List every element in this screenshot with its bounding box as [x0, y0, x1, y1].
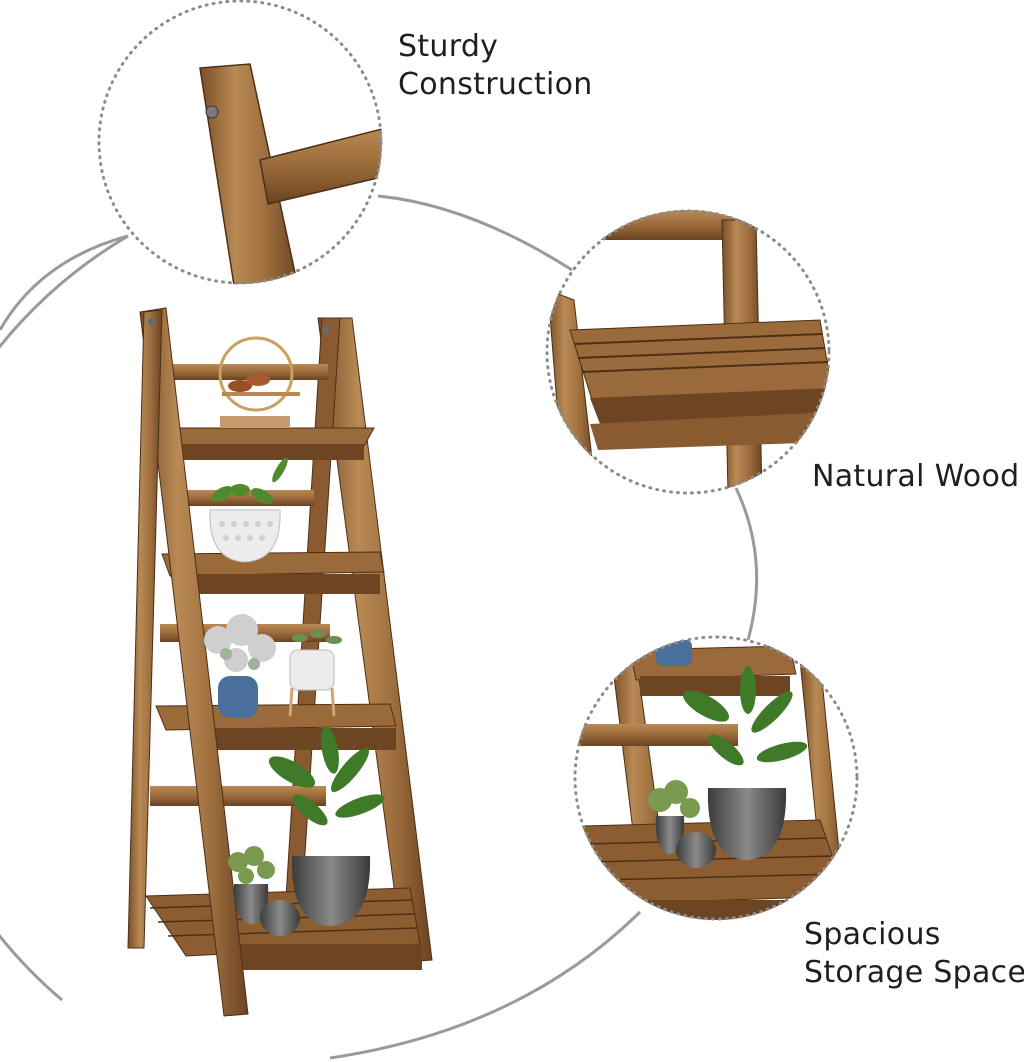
connector-arcs [0, 194, 759, 1060]
callout-spacious-line1: Spacious [804, 917, 941, 952]
ladder-shelf [127, 307, 433, 1017]
plant-pot [204, 614, 342, 718]
plant-pot [209, 457, 288, 563]
callout-natural-wood: Natural Wood [812, 458, 1019, 496]
callout-natural-line1: Natural Wood [812, 459, 1020, 494]
callout-spacious-storage: Spacious Storage Space [804, 916, 1024, 992]
callout-spacious-line2: Storage Space [804, 955, 1024, 990]
plant-pot [228, 726, 385, 936]
zoom-circle [97, 0, 383, 285]
decor-bird [218, 336, 300, 428]
callout-sturdy-line1: Sturdy [398, 29, 499, 64]
zoom-circle [573, 635, 859, 921]
zoom-circle [545, 209, 831, 495]
callout-sturdy-construction: Sturdy Construction [398, 28, 593, 104]
callout-sturdy-line2: Construction [398, 67, 593, 102]
